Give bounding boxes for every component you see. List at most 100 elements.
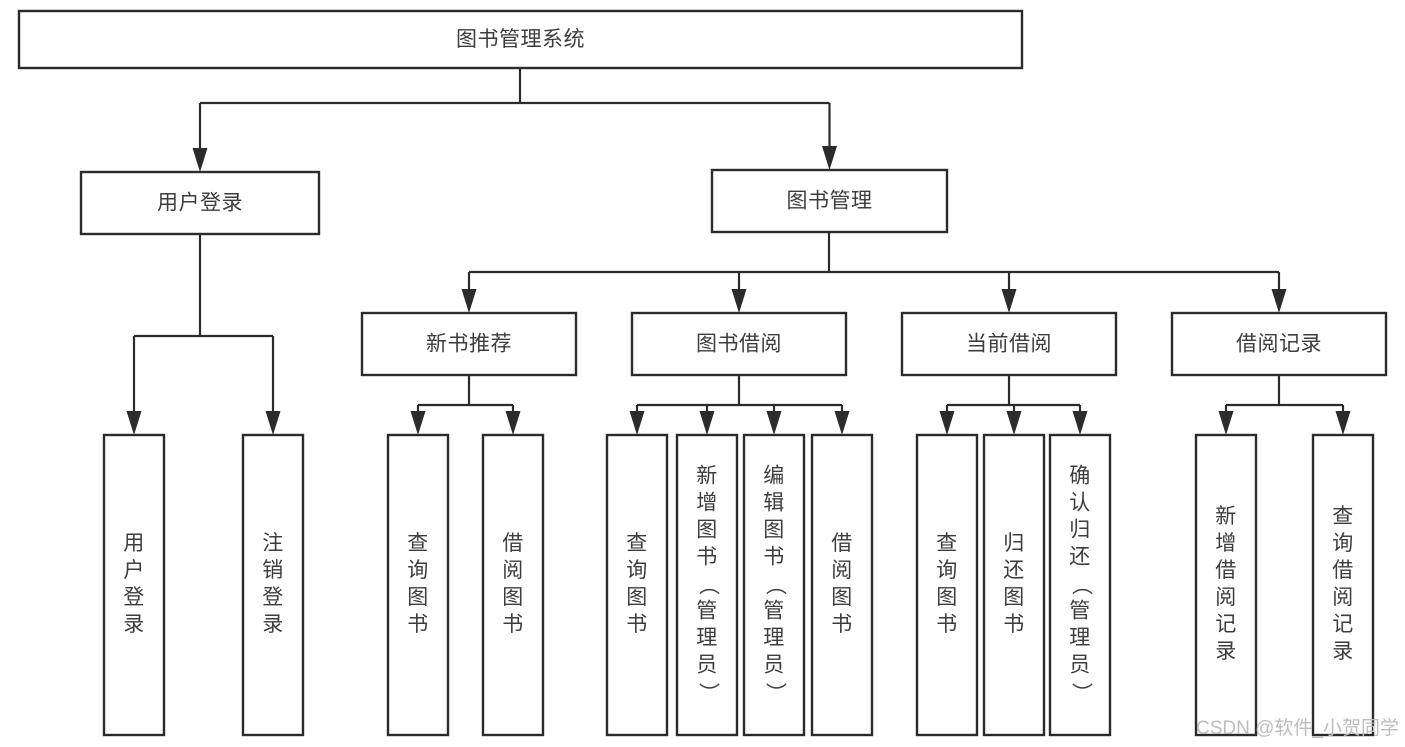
node-label-char: 增: [696, 492, 718, 515]
node-label-char: ）: [763, 682, 786, 704]
node-label-char: 还: [1003, 559, 1025, 582]
node-label-char: 阅: [1332, 586, 1354, 609]
connector-group-l3_0: [410, 375, 521, 435]
node-label-char: 用: [123, 532, 145, 555]
connector-group-l3_2: [939, 375, 1088, 435]
node-label-char: 归: [1069, 519, 1091, 542]
node-label: 图书管理: [787, 190, 873, 213]
node-label-char: 书: [763, 546, 785, 569]
node-label-char: 还: [1069, 546, 1091, 569]
node-label-char: 借: [1215, 559, 1237, 582]
arrow-head-icon: [834, 411, 850, 435]
arrow-head-icon: [126, 411, 142, 435]
arrow-head-icon: [461, 289, 477, 313]
node-label-char: 认: [1069, 492, 1091, 515]
node-box: [1170, 311, 1388, 377]
node-label-char: 录: [1332, 640, 1354, 663]
node-label-char: （: [1069, 574, 1092, 596]
node-l2_1[interactable]: 图书管理: [710, 168, 949, 234]
arrow-head-icon: [1001, 289, 1017, 313]
arrow-head-icon: [629, 411, 645, 435]
node-label-char: 新: [696, 465, 718, 488]
node-label-char: （: [763, 574, 786, 596]
node-root[interactable]: 图书管理系统: [17, 9, 1024, 70]
node-label-char: 员: [1069, 654, 1091, 677]
node-label: 用户登录: [157, 192, 243, 215]
node-label-char: 图: [1003, 586, 1025, 609]
node-l3_1[interactable]: 图书借阅: [630, 311, 848, 377]
arrow-head-icon: [410, 411, 426, 435]
node-label-char: 辑: [763, 492, 785, 515]
arrow-head-icon: [939, 411, 955, 435]
node-box: [1194, 433, 1258, 737]
node-layer: 图书管理系统用户登录图书管理新书推荐图书借阅当前借阅借阅记录用户登录注销登录查询…: [17, 9, 1388, 737]
node-label-char: 图: [407, 586, 429, 609]
arrow-head-icon: [1006, 411, 1022, 435]
node-label-char: 员: [696, 654, 718, 677]
connector-group-l3_1: [629, 375, 850, 435]
node-label-char: 编: [763, 465, 785, 488]
node-label-char: 查: [936, 532, 958, 555]
arrow-head-icon: [822, 146, 837, 170]
watermark-layer: CSDN @软件_小贺同学: [1196, 717, 1399, 739]
node-label-char: 阅: [502, 559, 524, 582]
node-label-char: 员: [763, 654, 785, 677]
node-label-char: ）: [696, 682, 719, 704]
node-label-char: 理: [763, 627, 785, 650]
node-l3_0[interactable]: 新书推荐: [360, 311, 578, 377]
node-label-char: 询: [936, 559, 958, 582]
node-label-char: 图: [831, 586, 853, 609]
arrow-head-icon: [505, 411, 521, 435]
arrow-head-icon: [1218, 411, 1234, 435]
node-label-char: 图: [696, 519, 718, 542]
node-box: [630, 311, 848, 377]
arrow-head-icon: [731, 289, 747, 313]
node-label-char: 登: [262, 586, 284, 609]
node-box: [710, 168, 949, 234]
node-box: [982, 433, 1046, 737]
node-leaf_0[interactable]: 用户登录: [102, 433, 166, 737]
node-label-char: 询: [626, 559, 648, 582]
node-label: 新书推荐: [426, 333, 512, 356]
node-label-char: 阅: [1215, 586, 1237, 609]
node-label-char: 书: [936, 613, 958, 636]
node-box: [241, 433, 305, 737]
node-label-char: 借: [502, 532, 524, 555]
node-label-char: 录: [123, 613, 145, 636]
connector-group-root: [192, 68, 837, 172]
node-label: 借阅记录: [1236, 333, 1322, 356]
node-l2_0[interactable]: 用户登录: [79, 170, 321, 236]
node-label-char: 书: [1003, 613, 1025, 636]
node-label-char: 增: [1215, 532, 1237, 555]
node-l3_3[interactable]: 借阅记录: [1170, 311, 1388, 377]
csdn-watermark: CSDN @软件_小贺同学: [1196, 717, 1399, 739]
node-label-char: 借: [1332, 559, 1354, 582]
connector-layer: [126, 68, 1351, 435]
node-box: [742, 433, 806, 737]
node-label-char: 图: [626, 586, 648, 609]
node-label-char: （: [696, 574, 719, 596]
arrow-head-icon: [699, 411, 715, 435]
node-label-char: 理: [1069, 627, 1091, 650]
node-label-char: 图: [763, 519, 785, 542]
node-box: [102, 433, 166, 737]
node-label-char: 注: [262, 532, 284, 555]
node-label-char: 确: [1069, 465, 1091, 488]
node-box: [386, 433, 450, 737]
node-label-char: 新: [1215, 505, 1237, 528]
node-l3_2[interactable]: 当前借阅: [900, 311, 1118, 377]
node-label: 图书管理系统: [456, 28, 585, 51]
node-label-char: 录: [1215, 640, 1237, 663]
